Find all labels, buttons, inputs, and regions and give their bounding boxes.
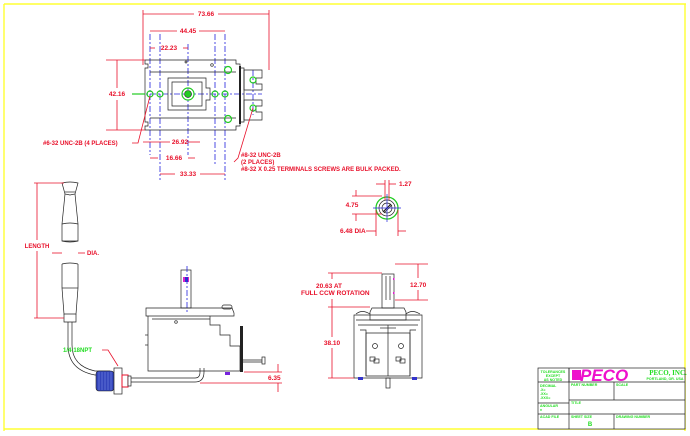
tolerances-line2: EXCEPT (546, 374, 561, 378)
note-thread-4-places: #6-32 UNC-2B (4 PLACES) (43, 141, 118, 147)
mounting-hole (211, 90, 219, 98)
terminal-upper (243, 69, 263, 91)
scale-label: SCALE (616, 383, 629, 387)
dim-offset-a: 26.92 (172, 139, 189, 146)
mounting-hole (221, 90, 229, 98)
bulb-tip (61, 181, 79, 196)
shaft-detail: 1.27 4.75 6.48 DIA (340, 180, 412, 236)
front-body (353, 314, 423, 379)
dim-flat-depth: 4.75 (346, 202, 359, 209)
dim-shaft-height-line1: 20.63 AT (316, 283, 342, 290)
decimal-x: .X= (540, 388, 546, 392)
screw-left (372, 343, 378, 349)
logo-block (572, 370, 581, 380)
dim-flat-length: 12.70 (410, 282, 427, 289)
screw-right (398, 343, 404, 349)
decimal-xx: .XX= (540, 392, 548, 396)
title-block: TOLERANCES EXCEPT AS NOTED DECIMAL .X= .… (537, 366, 687, 430)
dim-shaft-height-line2: FULL CCW ROTATION (301, 290, 370, 297)
side-view: 6.35 (95, 266, 282, 395)
company-logo: PECO (580, 366, 628, 385)
decimal-label: DECIMAL (540, 384, 557, 388)
part-number-label: PART NUMBER (571, 383, 598, 387)
dim-shaft-diameter: 6.48 DIA (340, 228, 366, 235)
dim-offset-c: 33.33 (180, 171, 197, 178)
tolerances-line3: AS NOTED (544, 378, 563, 382)
dim-flat-width: 1.27 (399, 181, 412, 188)
note-thread-2-line2: (2 PLACES) (241, 160, 274, 166)
tolerances-line1: TOLERANCES (541, 370, 566, 374)
terminal-hole (249, 104, 257, 112)
angular-value: ± (540, 408, 542, 412)
fitting-label: 1/4-18NPT (63, 348, 92, 354)
dim-body-height: 38.10 (324, 340, 341, 347)
body-outline (144, 59, 245, 131)
terminal-hole (249, 76, 257, 84)
dim-offset-b: 16.66 (166, 155, 183, 162)
angular-label: ANGULAR (540, 404, 558, 408)
front-shaft (381, 273, 395, 309)
dim-bulb-diameter: DIA. (87, 251, 99, 257)
dim-height: 42.16 (109, 91, 126, 98)
dim-overall-width: 73.66 (198, 11, 215, 18)
rivet (223, 114, 233, 124)
sheet-size-value: B (588, 422, 593, 428)
dim-length: LENGTH (25, 244, 50, 250)
sheet-size-label: SHEET SIZE (571, 415, 593, 419)
front-view: 20.63 AT FULL CCW ROTATION 38.10 12.70 (301, 263, 428, 389)
drawing-number-label: DRAWING NUMBER (616, 415, 651, 419)
decimal-xxx: .XXX= (540, 396, 550, 400)
top-view: 73.66 44.45 22.23 42.16 26.92 16.66 33.3… (43, 10, 401, 180)
shaft (180, 269, 192, 309)
company-name: PECO, INC. (649, 369, 687, 377)
mounting-hole (156, 90, 164, 98)
dim-hole-span: 44.45 (180, 28, 197, 35)
dim-side-offset: 6.35 (268, 375, 281, 382)
bulb-view: LENGTH DIA. 1/4-18NPT (25, 181, 119, 376)
note-screws: #8-32 X 0.25 TERMINALS SCREWS ARE BULK P… (241, 167, 401, 173)
company-location: PORTLAND, OR. USA (647, 377, 684, 381)
title-label: TITLE (571, 401, 582, 405)
note-thread-2-line1: #8-32 UNC-2B (241, 153, 281, 159)
shaft-circle (181, 87, 195, 101)
dim-half-span: 22.23 (161, 45, 178, 52)
terminal-lower (243, 99, 263, 121)
rivet (223, 65, 233, 75)
center-plate (167, 77, 211, 111)
acad-file-label: ACAD FILE (540, 415, 560, 419)
